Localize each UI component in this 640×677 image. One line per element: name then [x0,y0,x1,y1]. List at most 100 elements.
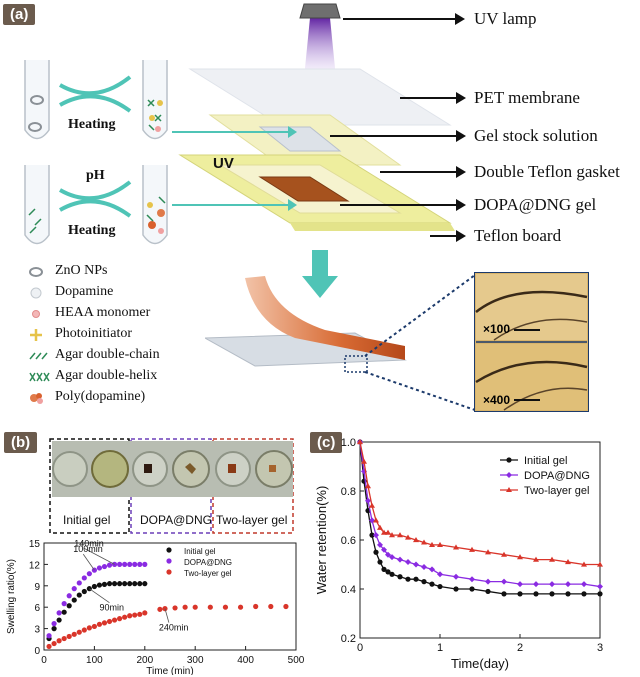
data-point [581,591,587,597]
data-point [597,583,603,590]
ring-icon [28,265,52,279]
data-point [405,559,411,566]
data-point [377,559,383,565]
data-point [253,603,259,610]
data-point [96,565,103,571]
data-point [565,559,571,565]
data-point [132,581,138,587]
pet-membrane-layer [188,68,452,126]
data-point [137,611,143,617]
data-point [437,583,443,590]
data-point [469,586,475,592]
data-point [501,551,507,557]
data-point [91,583,97,590]
data-point [101,563,108,570]
label-double-teflon: Double Teflon gasket [474,162,620,181]
data-point [429,566,435,573]
x-tick-label: 200 [136,655,153,666]
x-tick-label: 300 [187,655,204,666]
data-point [81,575,87,581]
data-point [549,591,555,597]
data-point [405,534,411,540]
data-point [581,581,587,588]
pet-arrowhead [456,92,466,104]
label-heating-1: Heating [68,117,116,132]
label-pet-membrane: PET membrane [474,88,580,107]
data-point [96,621,103,627]
label-teflon-board: Teflon board [474,226,562,245]
double-chain-icon [28,349,52,363]
test-tube-3 [24,165,50,245]
y-tick-label: 0.4 [341,584,356,596]
data-point [66,633,72,640]
data-point [96,582,103,588]
plot-frame [43,542,297,651]
data-point [192,604,198,610]
dopa-gel-arrow [340,204,456,206]
mag-100-label: ×100 [483,322,511,336]
data-point [421,539,427,545]
teflon-gasket-arrowhead [456,166,466,178]
x-axis-label: Time (min) [146,666,193,675]
data-point [581,561,587,567]
data-point [111,581,118,587]
data-point [397,556,403,563]
data-point [385,569,391,575]
legend-label: DOPA@DNG [524,470,590,482]
data-point [405,576,411,582]
data-point [389,571,395,577]
data-point [86,586,92,592]
data-point [385,529,391,535]
annotation-line [89,588,110,603]
data-point [66,603,72,609]
data-point [61,601,67,607]
uv-lamp-arrowhead [455,13,465,25]
data-point [142,561,148,567]
data-point [565,591,571,597]
y-tick-label: 0.8 [341,486,356,498]
y-tick-label: 6 [34,603,40,614]
photo-caption-two-layer: Two-layer gel [216,513,288,527]
data-point [429,581,435,587]
micrograph-image [474,272,589,412]
data-point [397,574,403,580]
data-point [56,617,62,623]
gel-film-illustration [205,276,407,373]
data-point [597,591,603,597]
data-point [127,613,133,619]
legend-label: Two-layer gel [184,569,232,578]
data-point [46,643,52,650]
data-point [137,581,143,587]
gel-stock-arrow [330,135,456,137]
data-point [357,439,363,445]
data-point [421,563,427,570]
y-tick-label: 15 [29,539,41,550]
data-point [51,621,57,627]
y-tick-label: 0.6 [341,535,356,547]
data-point [101,581,108,587]
data-point [56,638,62,644]
x-tick-label: 500 [288,655,305,666]
y-axis-label: Swelling ratio(%) [6,559,17,634]
data-point [122,561,128,567]
data-point [413,576,419,582]
data-point [76,580,82,586]
data-point [369,517,375,524]
data-point [369,502,375,508]
data-point [91,567,97,573]
data-point [361,458,367,464]
polydopamine-icon [28,391,52,405]
data-point [172,605,178,611]
data-point [268,603,274,610]
data-point [122,581,128,587]
photo-caption-initial: Initial gel [63,513,111,527]
data-point [501,578,507,585]
data-point [46,633,52,639]
label-uv-lamp: UV lamp [474,9,537,28]
data-point [66,593,72,599]
teflon-board-arrowhead [456,230,466,242]
legend-marker [166,547,172,553]
x-axis-label: Time(day) [451,656,509,671]
panel-a-tag: (a) [3,4,36,25]
data-point [533,556,539,562]
